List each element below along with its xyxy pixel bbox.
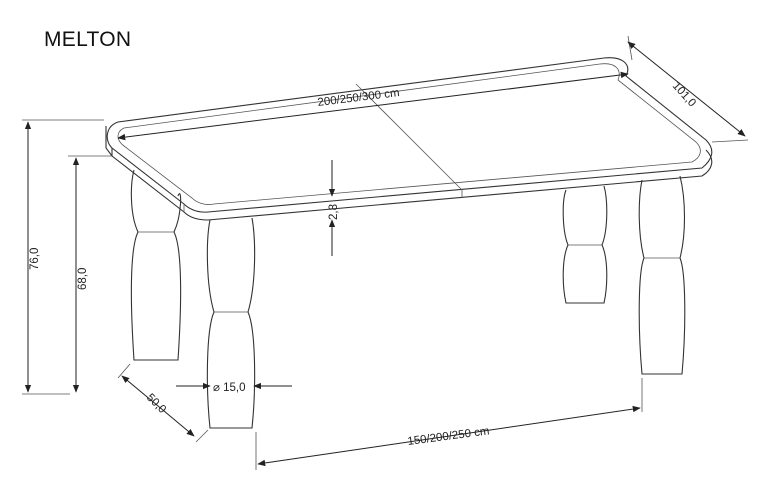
dim-top-thickness-label: 2,8	[328, 204, 340, 220]
dim-leg-height-label: 68,0	[77, 268, 89, 290]
dim-leg-depth-spacing: 50,0	[117, 363, 209, 443]
dim-total-height-label: 76,0	[29, 248, 41, 270]
dim-leg-length-spacing: 150/200/250 cm	[255, 378, 643, 470]
leg-center	[206, 217, 256, 429]
leg-front-right	[638, 175, 686, 375]
table-top	[105, 57, 713, 221]
dim-leg-length-spacing-label: 150/200/250 cm	[407, 425, 490, 448]
leg-back-right	[562, 185, 608, 304]
leg-front-left	[130, 169, 182, 361]
dim-leg-diameter: ⌀ 15,0	[176, 382, 292, 394]
product-title: MELTON	[44, 28, 132, 51]
dim-leg-height: 68,0	[68, 155, 112, 393]
dim-leg-diameter-label: ⌀ 15,0	[213, 382, 246, 394]
dim-top-length: 200/250/300 cm	[117, 71, 629, 141]
dim-top-thickness: 2,8	[328, 160, 340, 256]
dim-leg-depth-spacing-label: 50,0	[144, 392, 168, 416]
dim-total-height: 76,0	[22, 119, 104, 395]
